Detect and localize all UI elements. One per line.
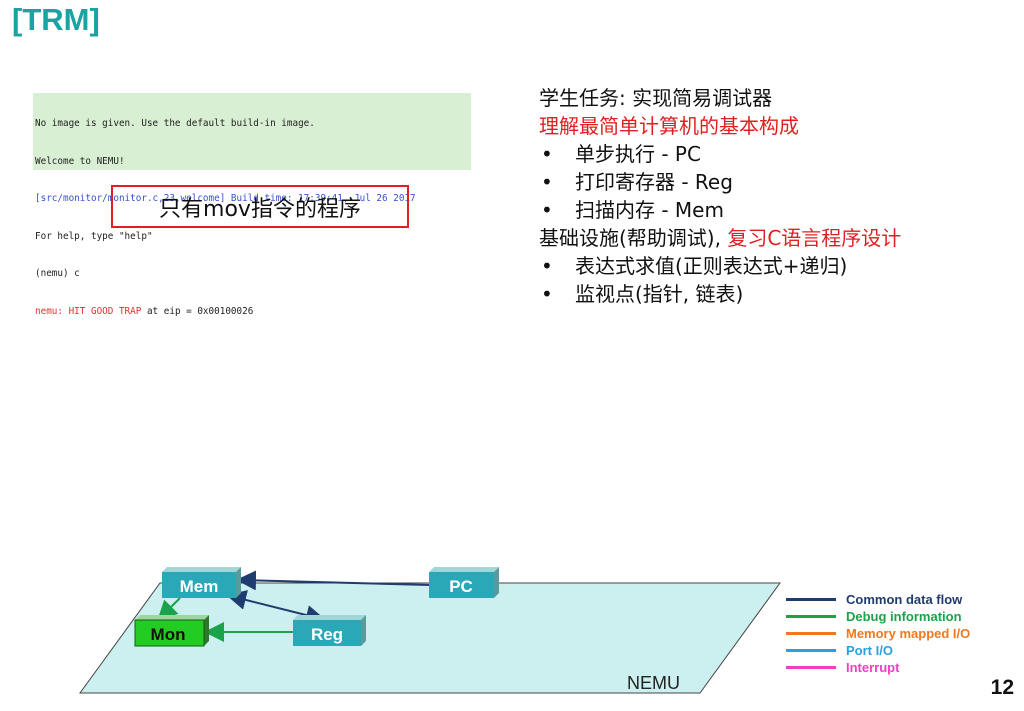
legend-label: Memory mapped I/O bbox=[846, 626, 971, 641]
infra-prefix: 基础设施(帮助调试), bbox=[539, 226, 728, 250]
legend-swatch bbox=[786, 666, 836, 669]
node-pc: PC bbox=[429, 567, 499, 598]
legend: Common data flow Debug information Memor… bbox=[786, 591, 970, 676]
edge-mem-mon bbox=[157, 597, 181, 621]
nemu-label: NEMU bbox=[627, 673, 680, 693]
terminal-line: For help, type "help" bbox=[35, 230, 153, 242]
terminal-trap-line: nemu: HIT GOOD TRAP at eip = 0x00100026 bbox=[35, 306, 471, 319]
edge-pc-mem bbox=[236, 570, 431, 591]
legend-swatch bbox=[786, 615, 836, 618]
task-item: 监视点(指针, 链表) bbox=[539, 280, 901, 308]
task-subheader: 理解最简单计算机的基本构成 bbox=[539, 114, 799, 138]
task-item: 表达式求值(正则表达式+递归) bbox=[539, 252, 901, 280]
legend-item: Interrupt bbox=[786, 659, 970, 676]
legend-item: Common data flow bbox=[786, 591, 970, 608]
task-list: 学生任务: 实现简易调试器 理解最简单计算机的基本构成 单步执行 - PC 打印… bbox=[539, 84, 901, 308]
infra-line: 基础设施(帮助调试), 复习C语言程序设计 bbox=[539, 224, 901, 252]
node-mem-label: Mem bbox=[180, 577, 219, 596]
node-mem: Mem bbox=[162, 567, 241, 598]
task-item: 单步执行 - PC bbox=[539, 140, 901, 168]
nemu-diagram: NEMU Mem PC Mon Reg bbox=[79, 567, 781, 694]
task-item: 扫描内存 - Mem bbox=[539, 196, 901, 224]
legend-label: Common data flow bbox=[846, 592, 963, 607]
node-mon-label: Mon bbox=[151, 625, 186, 644]
node-reg: Reg bbox=[293, 615, 366, 646]
node-mon: Mon bbox=[134, 615, 209, 647]
infra-red: 复习C语言程序设计 bbox=[727, 226, 902, 250]
terminal-line: (nemu) c bbox=[35, 268, 80, 279]
legend-swatch bbox=[786, 649, 836, 652]
legend-label: Interrupt bbox=[846, 660, 900, 675]
page-number: 12 bbox=[990, 676, 1014, 699]
trap-status: nemu: HIT GOOD TRAP bbox=[35, 305, 142, 317]
terminal-line: No image is given. Use the default build… bbox=[35, 118, 315, 129]
legend-item: Debug information bbox=[786, 608, 970, 625]
terminal-line: [src/monitor/monitor.c,23,welcome] Build… bbox=[35, 193, 416, 204]
legend-swatch bbox=[786, 598, 836, 601]
task-header: 学生任务: 实现简易调试器 bbox=[539, 86, 773, 110]
legend-label: Debug information bbox=[846, 609, 962, 624]
slide-title: [TRM] bbox=[12, 2, 100, 37]
mov-program-box: 只有mov指令的程序 bbox=[111, 185, 409, 228]
legend-label: Port I/O bbox=[846, 643, 893, 658]
legend-item: Memory mapped I/O bbox=[786, 625, 970, 642]
task-item: 打印寄存器 - Reg bbox=[539, 168, 901, 196]
node-reg-label: Reg bbox=[311, 625, 343, 644]
legend-swatch bbox=[786, 632, 836, 635]
terminal-output: No image is given. Use the default build… bbox=[33, 93, 471, 317]
node-pc-label: PC bbox=[449, 577, 473, 596]
trap-eip: at eip = 0x00100026 bbox=[141, 305, 254, 317]
terminal-line: Welcome to NEMU! bbox=[35, 155, 125, 167]
legend-item: Port I/O bbox=[786, 642, 970, 659]
